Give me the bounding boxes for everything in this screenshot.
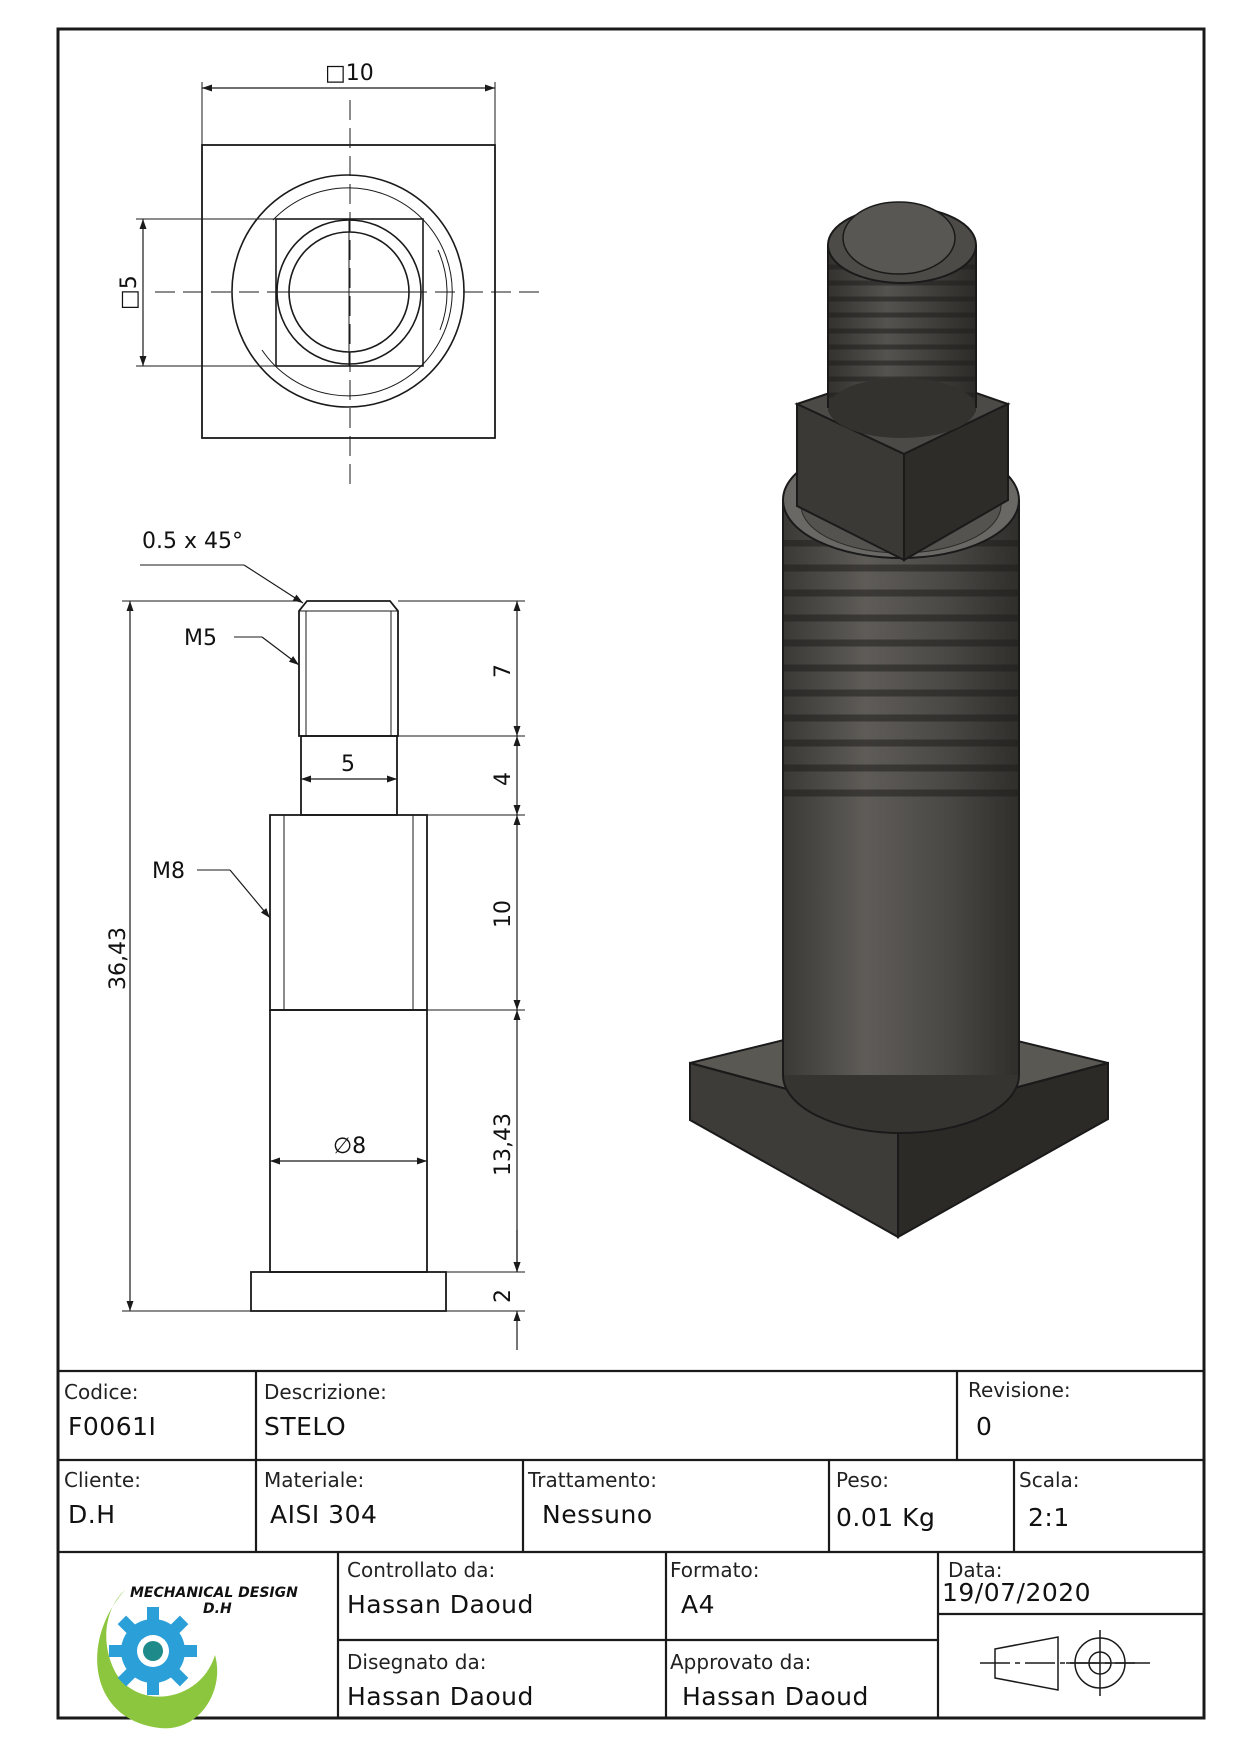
descrizione-value: STELO xyxy=(264,1412,347,1441)
codice-value: F0061I xyxy=(68,1412,157,1441)
dim-13-43: 13,43 xyxy=(491,1113,516,1176)
dim-total-length: 36,43 xyxy=(106,927,131,990)
revisione-value: 0 xyxy=(976,1412,993,1441)
dim-10: 10 xyxy=(491,900,516,928)
thread-m5-label: M5 xyxy=(184,626,217,651)
materiale-label: Materiale: xyxy=(264,1468,365,1492)
peso-label: Peso: xyxy=(836,1468,890,1492)
revisione-label: Revisione: xyxy=(968,1378,1071,1402)
disegnato-value: Hassan Daoud xyxy=(347,1682,534,1711)
trattamento-label: Trattamento: xyxy=(528,1468,657,1492)
chamfer-note: 0.5 x 45° xyxy=(142,529,243,554)
data-label: Data: xyxy=(948,1558,1003,1582)
isometric-render xyxy=(689,201,1109,1239)
materiale-value: AISI 304 xyxy=(270,1500,378,1529)
projection-symbol-icon xyxy=(980,1630,1150,1696)
sheet-border xyxy=(56,27,1206,1720)
data-value: 19/07/2020 xyxy=(942,1578,1092,1607)
logo-text-line1: MECHANICAL DESIGN xyxy=(130,1585,298,1601)
cliente-label: Cliente: xyxy=(64,1468,141,1492)
scala-value: 2:1 xyxy=(1028,1503,1070,1532)
dim-square-10: □10 xyxy=(325,61,374,86)
descrizione-label: Descrizione: xyxy=(264,1380,387,1404)
side-view xyxy=(122,564,525,1350)
formato-label: Formato: xyxy=(670,1558,760,1582)
dim-width-5: 5 xyxy=(341,752,355,777)
dim-4: 4 xyxy=(491,772,516,786)
approvato-value: Hassan Daoud xyxy=(682,1682,869,1711)
logo-text-line2: D.H xyxy=(203,1601,232,1617)
controllato-value: Hassan Daoud xyxy=(347,1590,534,1619)
dim-2: 2 xyxy=(491,1289,516,1303)
controllato-label: Controllato da: xyxy=(347,1558,496,1582)
title-block-grid xyxy=(58,1369,1204,1718)
approvato-label: Approvato da: xyxy=(670,1650,812,1674)
top-view xyxy=(136,82,540,485)
cliente-value: D.H xyxy=(68,1500,116,1529)
dim-7: 7 xyxy=(491,664,516,678)
formato-value: A4 xyxy=(681,1590,716,1619)
thread-m8-label: M8 xyxy=(152,859,185,884)
trattamento-value: Nessuno xyxy=(542,1500,653,1529)
peso-value: 0.01 Kg xyxy=(836,1503,936,1532)
dim-diameter-8: ∅8 xyxy=(333,1134,366,1159)
company-logo: MECHANICAL DESIGN D.H xyxy=(97,1585,298,1729)
dim-square-5: □5 xyxy=(117,275,142,310)
scala-label: Scala: xyxy=(1019,1468,1080,1492)
disegnato-label: Disegnato da: xyxy=(347,1650,487,1674)
codice-label: Codice: xyxy=(64,1380,139,1404)
